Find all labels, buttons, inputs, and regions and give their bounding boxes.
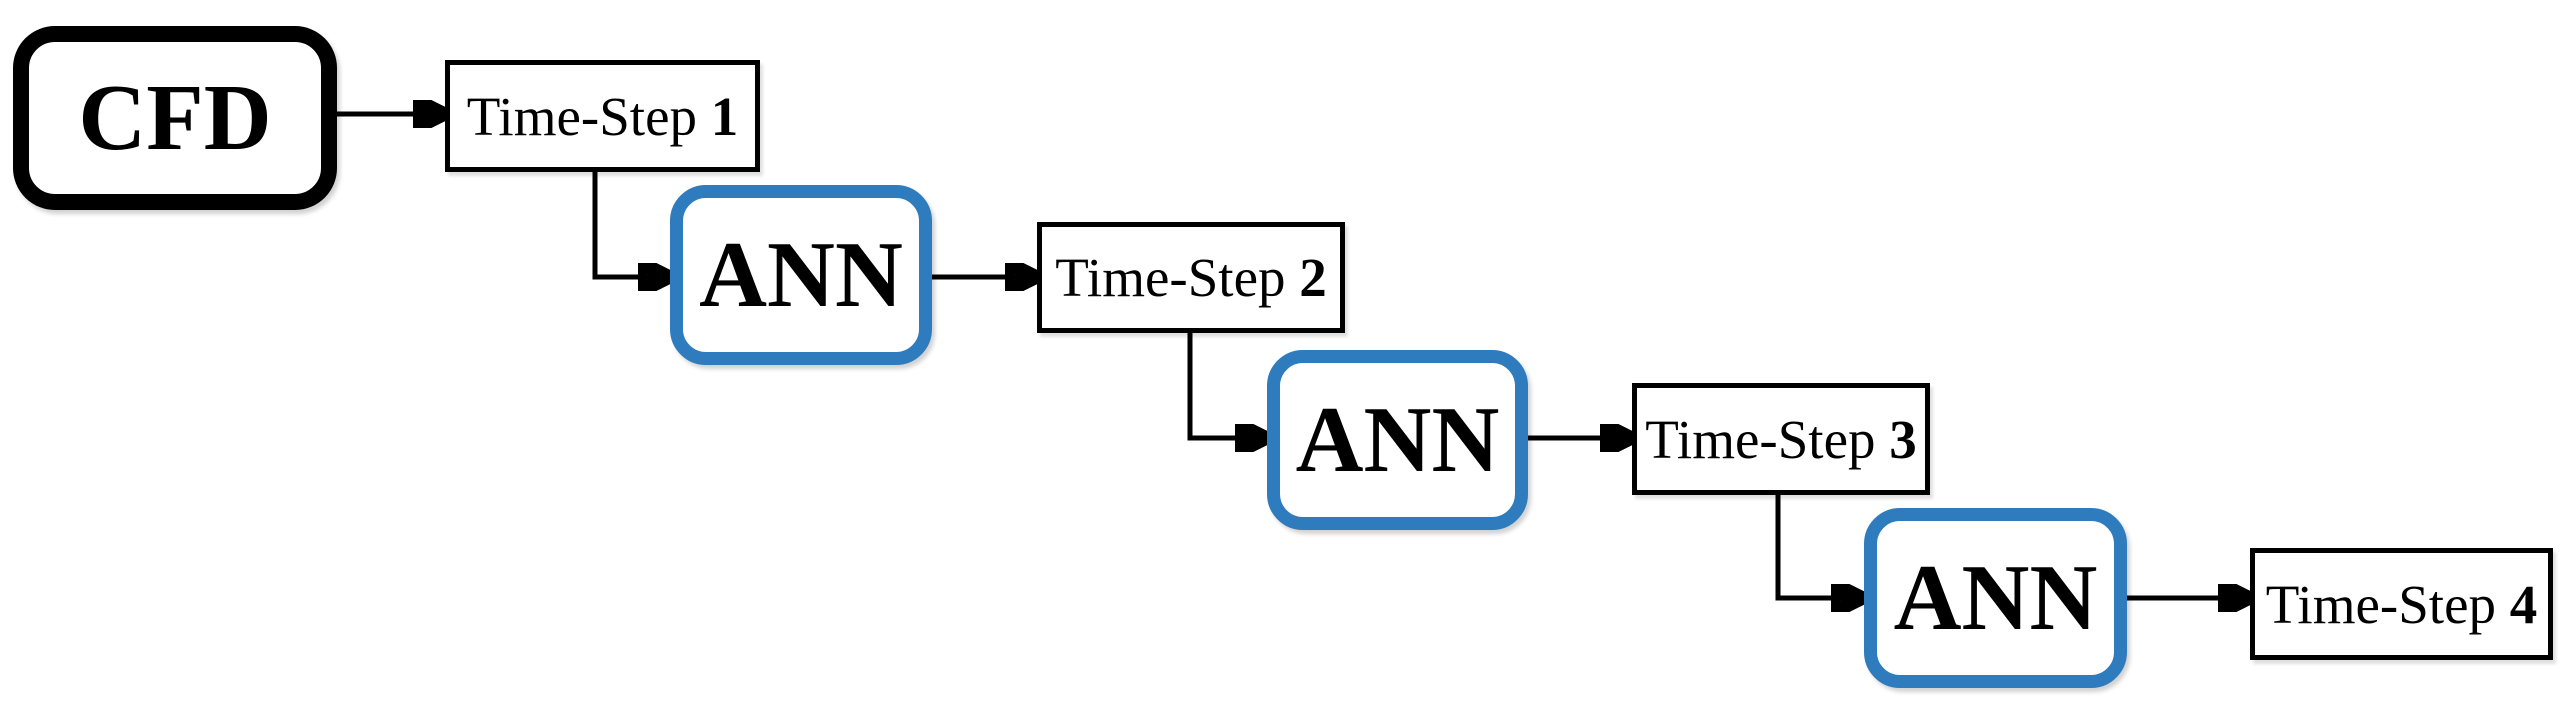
time-step-1-number: 1 — [710, 85, 739, 147]
ann-3-label: ANN — [1893, 546, 2098, 650]
time-step-2-label: Time-Step — [1055, 247, 1286, 308]
elbow-timestep3-to-ann3 — [1775, 495, 1859, 598]
time-step-1-label: Time-Step — [466, 85, 697, 147]
time-step-3-label: Time-Step — [1645, 408, 1876, 470]
cfd-node: CFD — [13, 26, 337, 210]
time-step-2-number: 2 — [1299, 247, 1327, 308]
ann-node-2: ANN — [1267, 350, 1528, 530]
ann-node-3: ANN — [1864, 508, 2127, 688]
ann-1-label: ANN — [699, 223, 903, 327]
cfd-label: CFD — [78, 66, 272, 170]
elbow-timestep1-to-ann1 — [592, 172, 666, 277]
elbow-timestep2-to-ann2 — [1187, 333, 1263, 438]
time-step-4-label: Time-Step — [2265, 573, 2496, 635]
time-step-4-number: 4 — [2509, 573, 2538, 635]
time-step-3-number: 3 — [1889, 408, 1917, 470]
ann-2-label: ANN — [1295, 388, 1500, 492]
ann-node-1: ANN — [670, 185, 932, 365]
